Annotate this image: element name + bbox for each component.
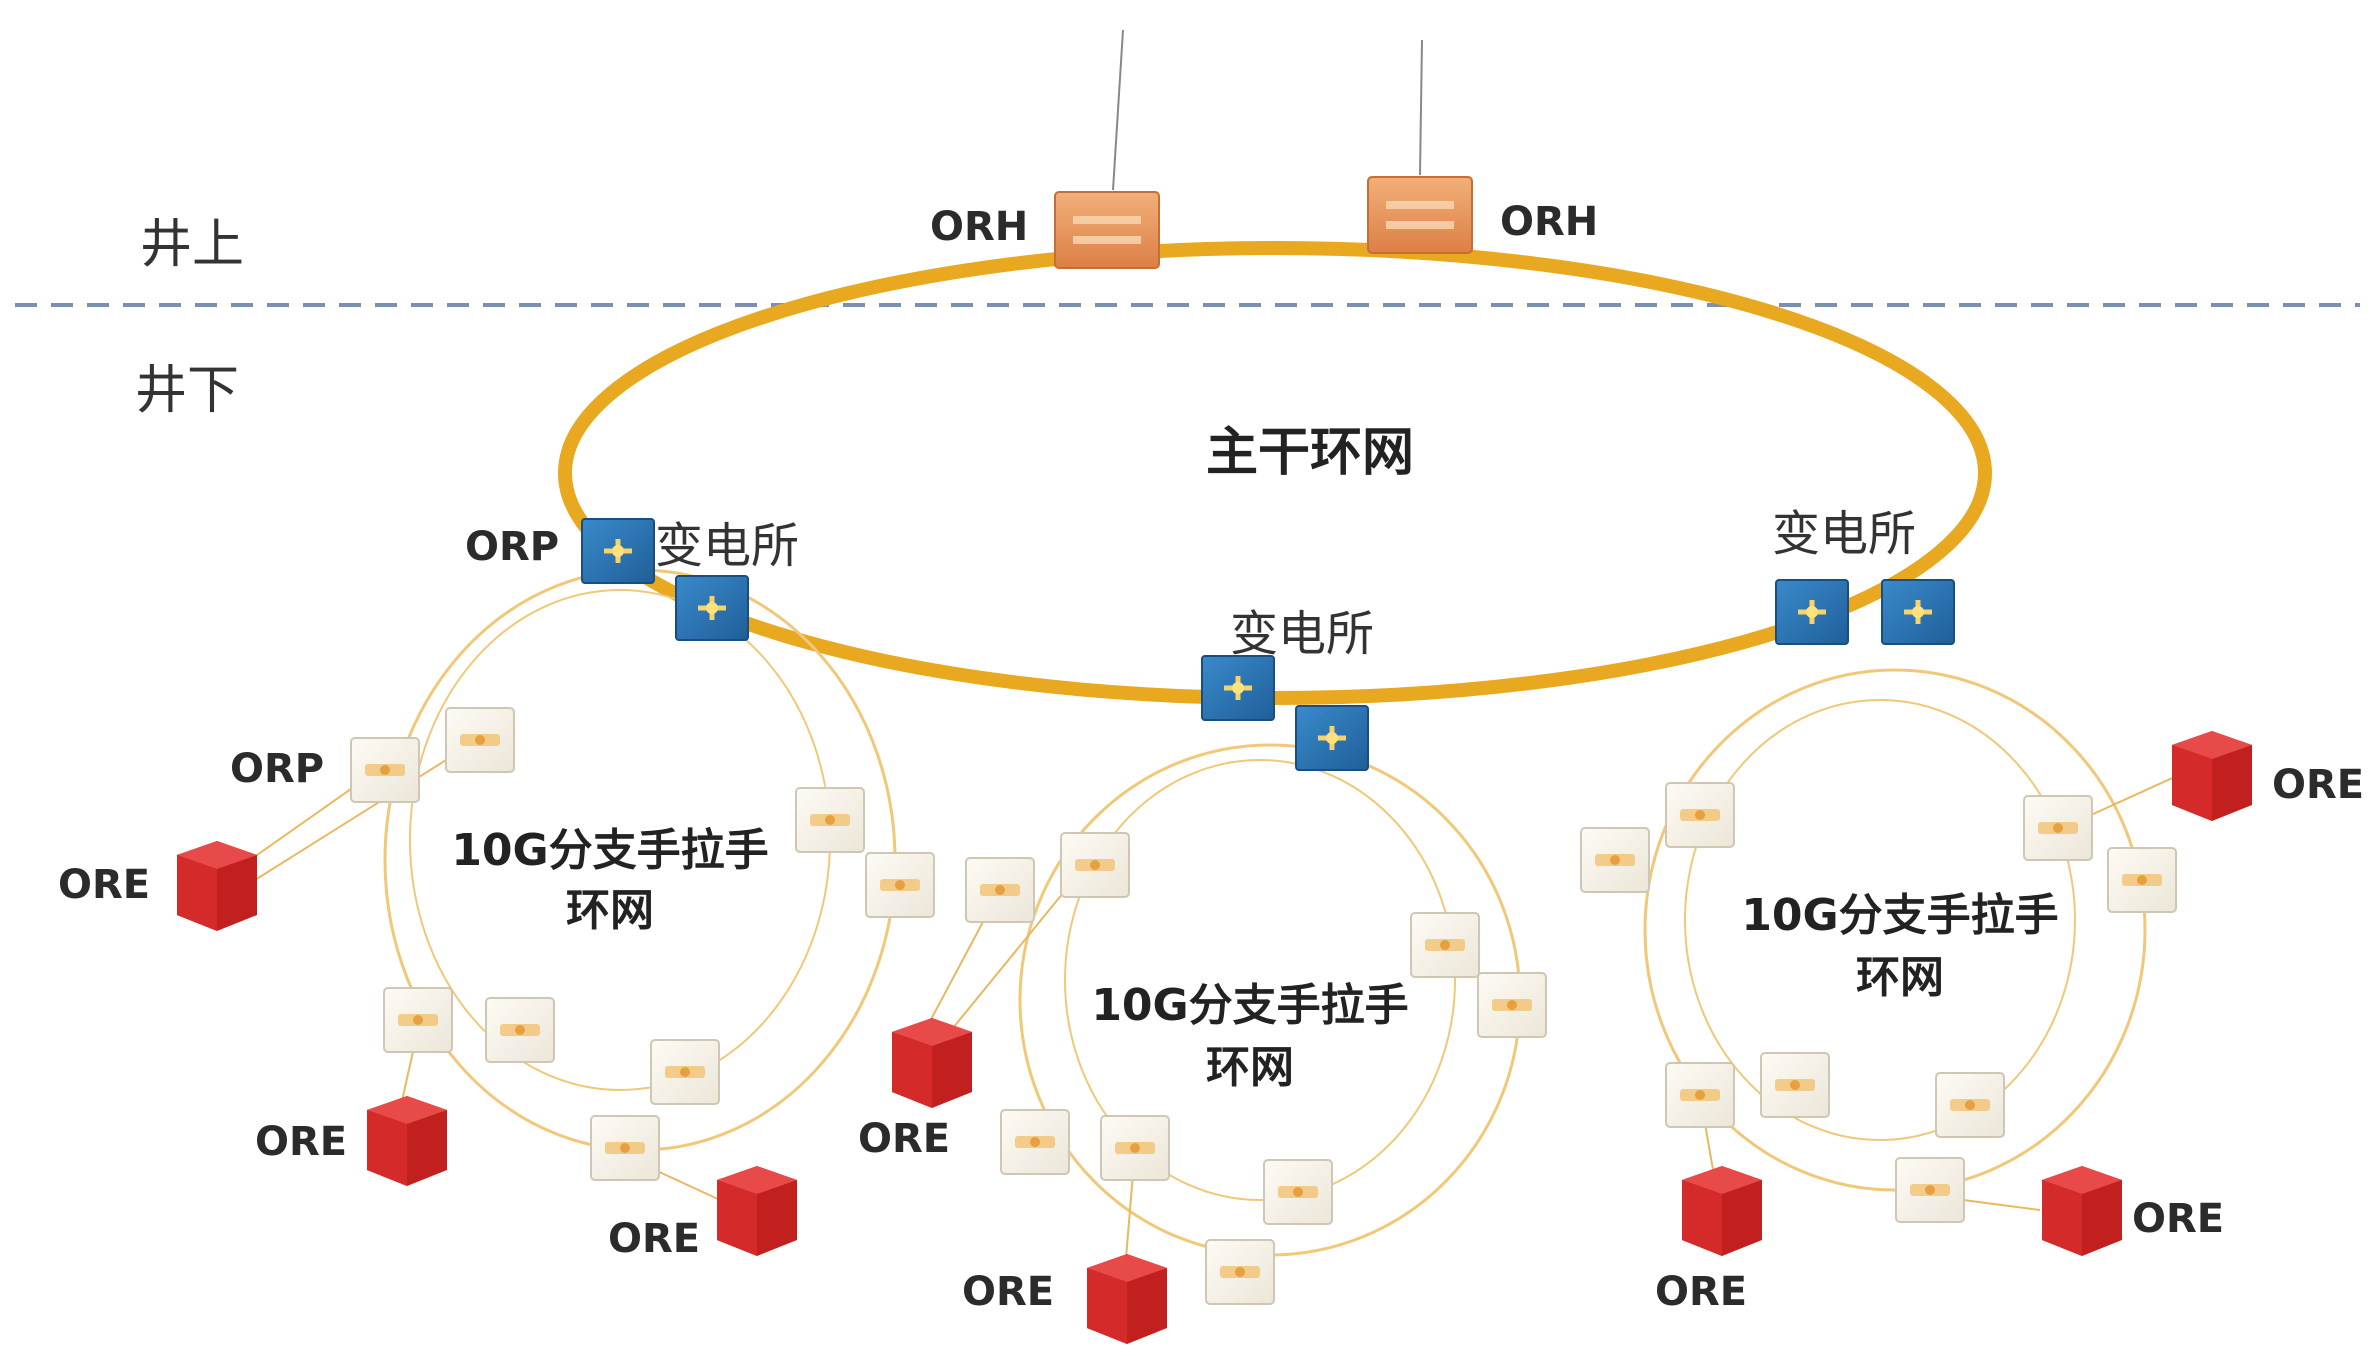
ore-terminal-icon <box>717 1166 797 1256</box>
orp-main-label: ORP <box>465 524 559 570</box>
substation-right-label: 变电所 <box>1772 506 1916 562</box>
zone-label-below: 井下 <box>135 361 239 421</box>
branch-node-icon <box>1760 1052 1830 1118</box>
branch-node-icon <box>965 857 1035 923</box>
branch-node-icon <box>1935 1072 2005 1138</box>
main-ring-label: 主干环网 <box>1206 423 1414 483</box>
ore-terminal-icon <box>1682 1166 1762 1256</box>
zone-label-above: 井上 <box>140 215 244 275</box>
branch-ring-2-label-line2: 环网 <box>1206 1042 1294 1093</box>
ore-label: ORE <box>58 862 150 908</box>
orh-router-icon <box>1054 191 1160 269</box>
branch-node-icon <box>1665 782 1735 848</box>
ore-label: ORE <box>608 1216 700 1262</box>
branch-node-icon <box>1410 912 1480 978</box>
branch-node-icon <box>1895 1157 1965 1223</box>
branch-node-icon <box>1000 1109 1070 1175</box>
branch-node-icon <box>1060 832 1130 898</box>
ore-terminal-icon <box>2172 731 2252 821</box>
branch-node-icon <box>1100 1115 1170 1181</box>
branch-node-icon <box>2023 795 2093 861</box>
branch-node-icon <box>1263 1159 1333 1225</box>
orp-branch-label: ORP <box>230 746 324 792</box>
branch-node-icon <box>445 707 515 773</box>
ore-terminal-icon <box>1087 1254 1167 1344</box>
branch-ring-3-label-line1: 10G分支手拉手 <box>1741 890 2058 941</box>
branch-node-icon <box>485 997 555 1063</box>
ore-label: ORE <box>255 1119 347 1165</box>
branch-node-icon <box>1477 972 1547 1038</box>
branch-node-icon <box>1665 1062 1735 1128</box>
orh-right-label: ORH <box>1500 199 1598 245</box>
branch-node-icon <box>650 1039 720 1105</box>
substation-center-label: 变电所 <box>1230 606 1374 662</box>
branch-node-icon <box>2107 847 2177 913</box>
branch-ring-3-label-line2: 环网 <box>1856 952 1944 1003</box>
ore-terminal-icon <box>177 841 257 931</box>
ore-terminal-icon <box>2042 1166 2122 1256</box>
substation-left-label: 变电所 <box>655 518 799 574</box>
branch-node-icon <box>865 852 935 918</box>
branch-node-icon <box>1205 1239 1275 1305</box>
substation-switch-icon <box>676 576 748 640</box>
ore-label: ORE <box>2132 1196 2224 1242</box>
ore-label: ORE <box>858 1116 950 1162</box>
branch-node-icon <box>383 987 453 1053</box>
branch-node-icon <box>1580 827 1650 893</box>
branch-node-icon <box>350 737 420 803</box>
branch-ring-1-label-line1: 10G分支手拉手 <box>451 825 768 876</box>
branch-node-icon <box>795 787 865 853</box>
orh-left-label: ORH <box>930 204 1028 250</box>
branch-ring-2-label-line1: 10G分支手拉手 <box>1091 980 1408 1031</box>
branch-node-icon <box>590 1115 660 1181</box>
orh-right-uplink <box>1419 39 1423 176</box>
substation-switch-icon <box>1202 656 1274 720</box>
ore-label: ORE <box>962 1269 1054 1315</box>
branch-ring-1-label-line2: 环网 <box>566 885 654 936</box>
ore-terminal-icon <box>367 1096 447 1186</box>
substation-switch-icon <box>1776 580 1848 644</box>
ore-label: ORE <box>2272 762 2364 808</box>
ore-terminal-icon <box>892 1018 972 1108</box>
substation-switch-icon <box>1296 706 1368 770</box>
orh-left-uplink <box>1112 29 1124 191</box>
orh-router-icon <box>1367 176 1473 254</box>
ore-label: ORE <box>1655 1269 1747 1315</box>
substation-switch-icon <box>582 519 654 583</box>
substation-switch-icon <box>1882 580 1954 644</box>
